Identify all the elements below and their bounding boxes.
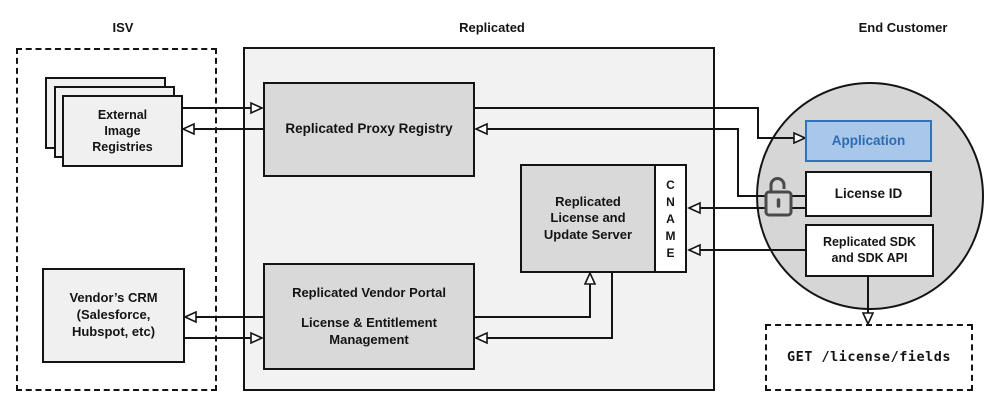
sdk-line-2: and SDK API [831,250,908,265]
cname-letter-c: C [666,177,675,192]
arrowhead-into-proxy-right [474,122,488,136]
get-request-label: GET /license/fields [787,349,951,366]
vendor-portal-title: Replicated Vendor Portal [292,285,446,301]
arrowhead-into-get-box [861,312,875,326]
server-line-2: License and [550,210,626,226]
license-update-server-box: Replicated License and Update Server [520,164,656,273]
license-id-label: License ID [834,185,903,201]
arrowhead-into-application [793,131,807,145]
registries-line-3: Registries [92,140,153,155]
sdk-line-1: Replicated SDK [822,234,917,249]
cname-letter-n: N [666,194,675,209]
arrowhead-into-cname-top [687,201,701,215]
arrow-licenseid-to-proxy [487,128,805,197]
application-label: Application [831,132,906,148]
crm-line-3: Hubspot, etc) [71,323,156,339]
get-license-fields-box: GET /license/fields [765,324,973,391]
crm-line-1: Vendor’s CRM [69,290,158,306]
arrowhead-into-portal-left [250,331,264,345]
arrow-portal-to-server [475,284,591,318]
cname-letter-e: E [666,245,675,260]
section-label-replicated: Replicated [459,20,525,35]
arrow-server-to-portal [487,273,613,339]
crm-line-2: (Salesforce, [76,307,151,323]
replicated-sdk-box: Replicated SDK and SDK API [805,224,934,277]
external-image-registries-box: External Image Registries [62,95,183,167]
section-label-end-customer: End Customer [858,20,948,35]
cname-letter-m: M [665,228,676,243]
server-line-1: Replicated [555,194,621,210]
arrowhead-into-cname-bottom [687,243,701,257]
unlocked-padlock-icon [764,177,793,217]
section-label-isv: ISV [112,20,134,35]
vendor-portal-box: Replicated Vendor Portal License & Entit… [263,263,475,370]
server-line-3: Update Server [543,226,633,242]
registries-line-1: External [97,107,148,122]
arrowhead-into-portal-right [474,331,488,345]
replicated-proxy-registry-box: Replicated Proxy Registry [263,82,475,177]
arrow-proxy-to-application [475,107,794,139]
vendor-portal-subtitle: License & Entitlement Management [301,315,437,347]
arrowhead-into-proxy-left [250,101,264,115]
arrowhead-into-server [583,271,597,285]
application-box: Application [805,120,932,162]
arrowhead-into-crm [183,310,197,324]
cname-letter-a: A [666,211,675,226]
arrowhead-into-registries [181,122,195,136]
vendors-crm-box: Vendor’s CRM (Salesforce, Hubspot, etc) [42,268,185,363]
license-id-box: License ID [805,171,932,217]
proxy-registry-label: Replicated Proxy Registry [285,121,453,137]
registries-line-2: Image [104,123,141,138]
cname-box: C N A M E [654,164,687,273]
